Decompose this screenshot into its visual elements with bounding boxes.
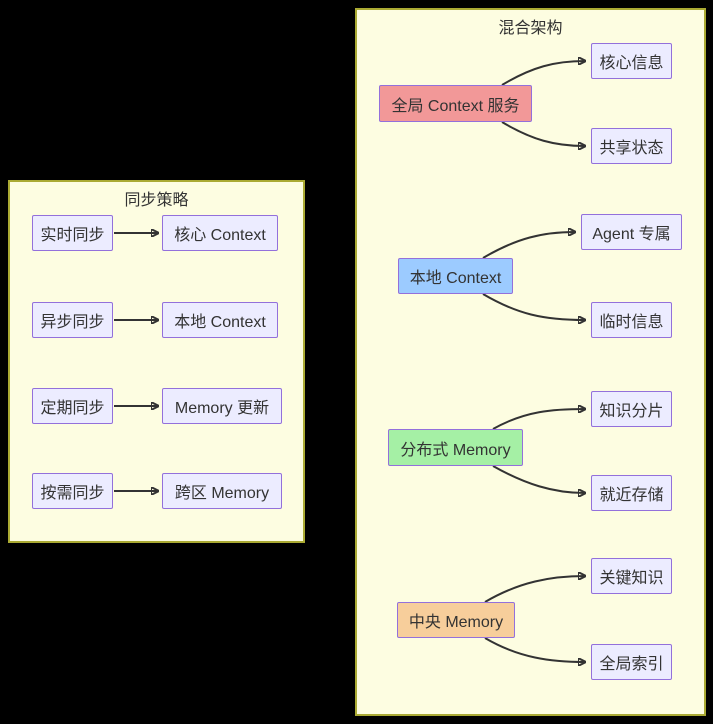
node-key-knowledge: 关键知识 — [591, 558, 672, 594]
node-realtime-sync: 实时同步 — [32, 215, 113, 251]
arrow-global-to-coreinfo — [501, 61, 585, 86]
node-core-info: 核心信息 — [591, 43, 672, 79]
hybrid-architecture-title: 混合架构 — [498, 20, 563, 37]
node-knowledge-shard: 知识分片 — [591, 391, 672, 427]
node-async-sync: 异步同步 — [32, 302, 113, 338]
node-shared-state: 共享状态 — [591, 128, 672, 164]
hybrid-architecture-panel: 混合架构 全局 Context 服务 核心信息 共享状态 本地 Co — [355, 8, 706, 716]
arrow-central-to-keyknowledge — [484, 576, 585, 603]
node-central-memory: 中央 Memory — [397, 602, 515, 638]
arrow-distributed-to-shard — [492, 409, 585, 430]
arrow-local-to-agent — [482, 232, 575, 259]
node-periodic-sync: 定期同步 — [32, 388, 113, 424]
node-global-context-service: 全局 Context 服务 — [379, 85, 532, 122]
node-agent-exclusive: Agent 专属 — [581, 214, 682, 250]
node-distributed-memory: 分布式 Memory — [388, 429, 523, 466]
arrow-central-to-globalindex — [484, 637, 585, 662]
node-crossregion-memory: 跨区 Memory — [162, 473, 282, 509]
sync-strategy-title: 同步策略 — [124, 192, 189, 209]
node-global-index: 全局索引 — [591, 644, 672, 680]
arrow-global-to-sharedstate — [501, 121, 585, 146]
node-ondemand-sync: 按需同步 — [32, 473, 113, 509]
arrow-distributed-to-nearby — [492, 465, 585, 493]
node-local-context: 本地 Context — [162, 302, 278, 338]
node-local-context-hybrid: 本地 Context — [398, 258, 513, 294]
node-memory-update: Memory 更新 — [162, 388, 282, 424]
node-nearby-storage: 就近存储 — [591, 475, 672, 511]
node-temp-info: 临时信息 — [591, 302, 672, 338]
node-core-context: 核心 Context — [162, 215, 278, 251]
sync-strategy-panel: 同步策略 实时同步 核心 Context 异步同步 本地 Context 定期同… — [8, 180, 305, 543]
arrow-local-to-tempinfo — [482, 293, 585, 320]
